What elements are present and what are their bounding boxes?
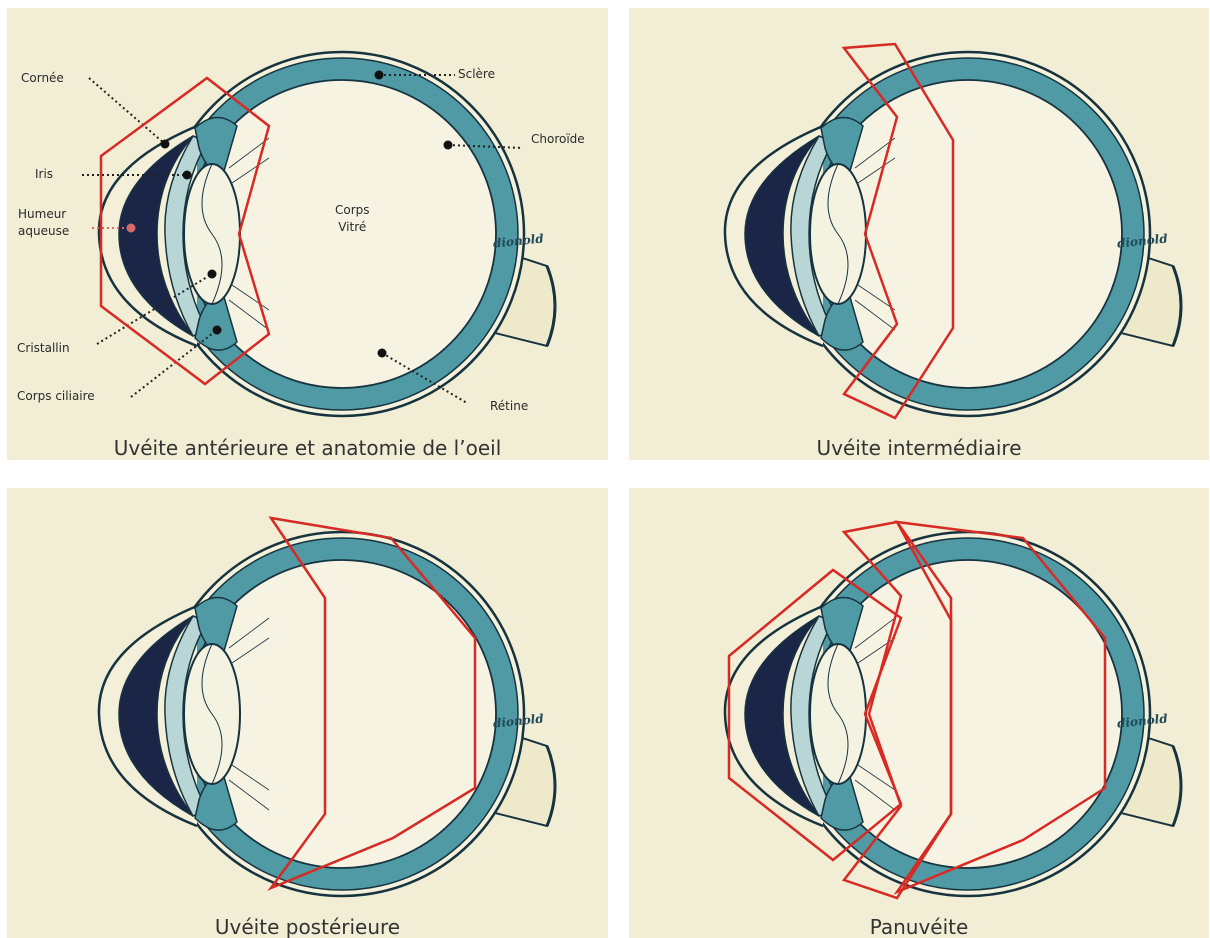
caption-intermediate: Uvéite intermédiaire — [629, 436, 1209, 460]
eye-diagram — [629, 8, 1209, 460]
label-humeur-line2: aqueuse — [18, 223, 69, 240]
label-corps-line1: Corps — [335, 202, 370, 219]
caption-panuveitis: Panuvéite — [629, 915, 1209, 938]
caption-posterior: Uvéite postérieure — [7, 915, 608, 938]
eye-diagram — [629, 488, 1209, 938]
panel-panuveitis: dionold Panuvéite — [629, 488, 1209, 938]
label-retine: Rétine — [490, 398, 528, 415]
panel-anterior-uveitis: Cornée Iris Humeur aqueuse Cristallin Co… — [7, 8, 608, 460]
label-iris: Iris — [35, 166, 53, 183]
label-sclere: Sclère — [458, 66, 495, 83]
label-corps-ciliaire: Corps ciliaire — [17, 388, 95, 405]
label-corps-line2: Vitré — [335, 219, 370, 236]
label-cornee: Cornée — [21, 70, 64, 87]
label-cristallin: Cristallin — [17, 340, 70, 357]
panel-intermediate-uveitis: dionold Uvéite intermédiaire — [629, 8, 1209, 460]
panel-posterior-uveitis: dionold Uvéite postérieure — [7, 488, 608, 938]
caption-anterior: Uvéite antérieure et anatomie de l’oeil — [7, 436, 608, 460]
label-humeur-aqueuse: Humeur aqueuse — [18, 206, 69, 240]
cornee-pointer — [89, 78, 165, 144]
label-corps-vitre: Corps Vitré — [335, 202, 370, 236]
label-choroide: Choroïde — [531, 131, 585, 148]
label-humeur-line1: Humeur — [18, 206, 69, 223]
